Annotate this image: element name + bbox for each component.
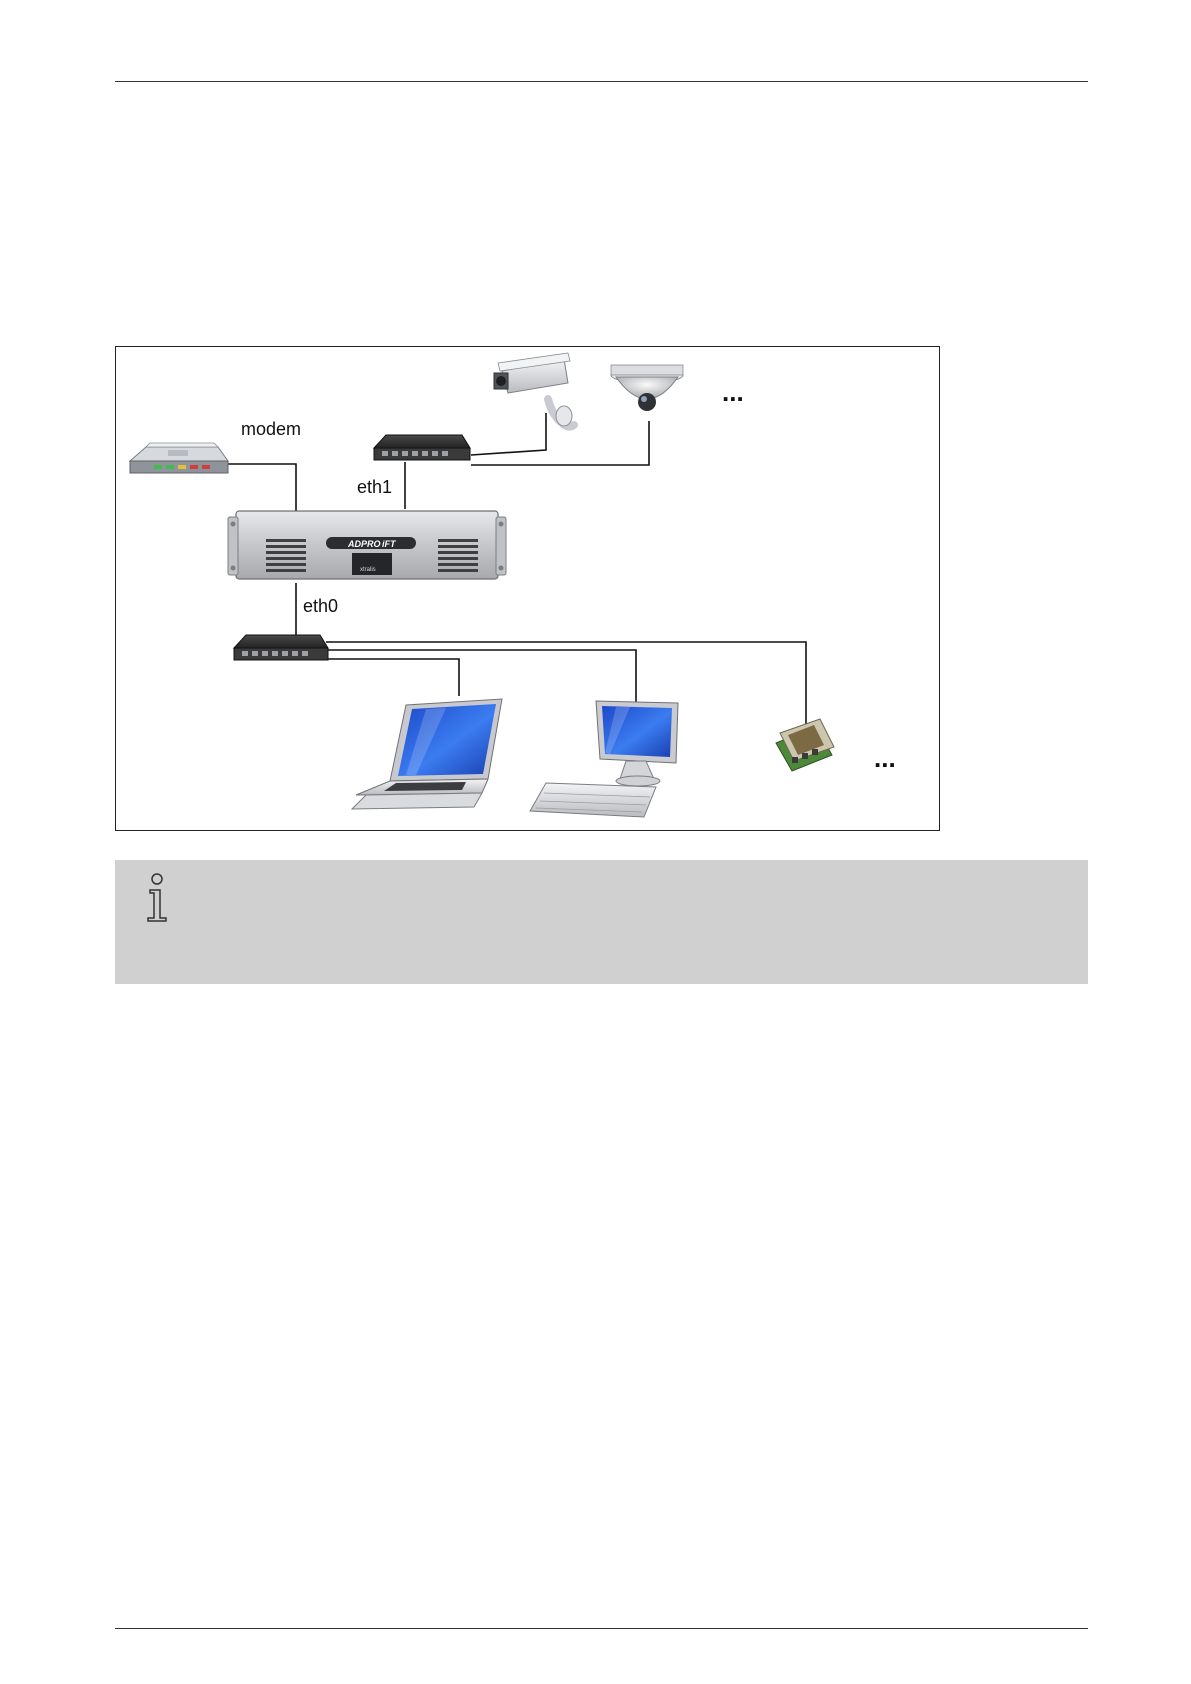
eth1-label: eth1 [357, 477, 392, 497]
info-icon [142, 872, 172, 924]
modem-wire [224, 464, 296, 511]
desktop-computer-icon [530, 701, 678, 817]
laptop-wire [326, 659, 459, 696]
desktop-wire [326, 650, 636, 703]
device-brand-text: ADPRO [347, 539, 381, 549]
footer-rule [115, 1628, 1088, 1629]
modem-label: modem [241, 419, 301, 439]
device-maker-text: xtralis [360, 567, 376, 573]
dome-camera-wire [471, 421, 649, 465]
bottom-switch-icon [234, 635, 328, 660]
eth0-label: eth0 [303, 596, 338, 616]
top-switch-icon [374, 435, 470, 460]
bullet-camera-icon [494, 353, 574, 427]
dome-camera-icon [611, 365, 683, 411]
network-diagram-canvas: modem eth1 [116, 347, 941, 832]
more-devices-ellipsis: ... [874, 743, 896, 773]
more-cameras-ellipsis: ... [722, 377, 744, 407]
laptop-icon [352, 699, 502, 809]
bullet-camera-wire [471, 413, 546, 455]
modem-icon [130, 443, 228, 473]
header-rule [115, 81, 1088, 82]
network-diagram: modem eth1 [115, 346, 940, 831]
device-model-text: iFT [382, 539, 397, 549]
io-module-wire [326, 642, 806, 727]
info-note [115, 860, 1088, 984]
io-module-icon [776, 719, 834, 771]
